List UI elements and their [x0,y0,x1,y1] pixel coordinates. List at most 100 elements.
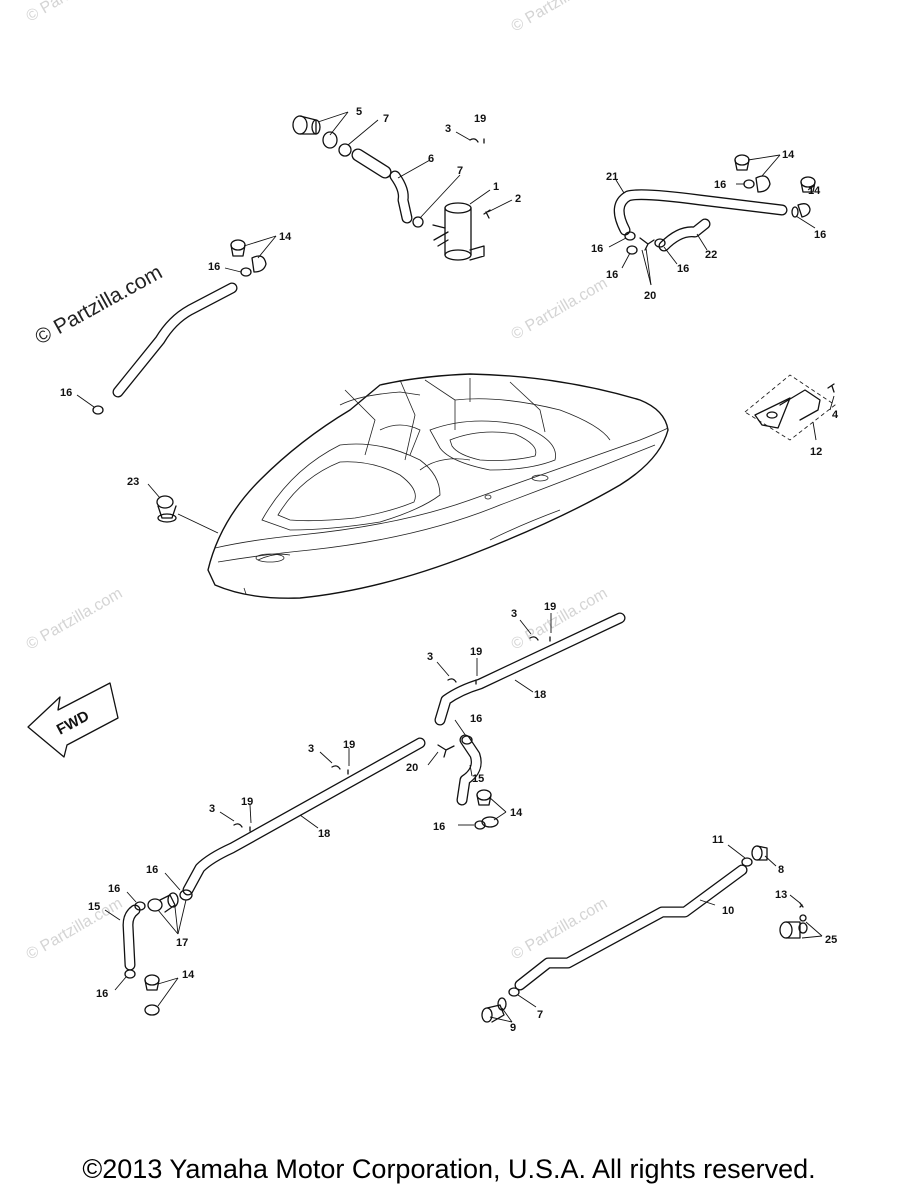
callout-10: 10 [722,905,734,917]
clamp-16 [743,179,755,189]
watermark: © Partzilla.com [509,0,611,35]
callout-7: 7 [383,113,389,125]
callout-19: 19 [544,601,556,613]
bilge-pump-assembly: 5 7 3 19 6 7 1 2 [292,106,521,261]
callout-18: 18 [534,689,546,701]
callout-12: 12 [810,446,822,458]
fitting-8 [751,845,768,861]
watermark-dark: © Partzilla.com [31,261,166,350]
callout-14: 14 [279,231,292,243]
boat-hull [207,373,669,599]
callout-21: 21 [606,171,618,183]
tee-20 [639,237,655,251]
callout-15: 15 [88,901,100,913]
callout-16: 16 [470,713,482,725]
callout-23: 23 [127,476,139,488]
clamp-7-ring [338,143,352,157]
copyright-notice: ©2013 Yamaha Motor Corporation, U.S.A. A… [82,1154,815,1184]
clamp-3 [469,138,479,143]
callout-19: 19 [241,796,253,808]
clamp-16 [240,267,252,277]
watermark: © Partzilla.com [24,585,126,654]
upper-right-hose-assembly: 14 16 14 16 21 16 16 16 22 20 [591,149,826,302]
callout-25: 25 [825,934,837,946]
callout-16: 16 [60,387,72,399]
fitting-14 [797,176,816,218]
screw-13 [799,902,804,908]
bilge-pump-1 [432,202,485,261]
callout-19: 19 [470,646,482,658]
callout-3: 3 [308,743,314,755]
watermark: © Partzilla.com [24,0,126,25]
callout-15: 15 [472,773,484,785]
watermark: © Partzilla.com [509,275,611,344]
callout-16: 16 [108,883,120,895]
clamp-16 [654,238,666,248]
callout-16: 16 [433,821,445,833]
fittings-17 [147,889,193,913]
clamp-16 [624,231,636,241]
callout-16: 16 [208,261,220,273]
fitting-5 [292,115,321,135]
plate [754,397,791,429]
tee-20 [437,744,455,758]
clamp-7 [508,987,520,997]
callout-13: 13 [775,889,787,901]
callout-1: 1 [493,181,499,193]
callout-8: 8 [778,864,784,876]
forward-direction-arrow: FWD [27,682,119,758]
callout-14: 14 [510,807,523,819]
callout-16: 16 [606,269,618,281]
callout-16: 16 [677,263,689,275]
callout-16: 16 [96,988,108,1000]
clamp-11 [741,857,753,867]
clamp-16 [461,735,473,745]
clamp-16 [124,969,136,979]
callout-7: 7 [537,1009,543,1021]
callout-6: 6 [428,153,434,165]
clamp-16 [474,820,486,830]
callout-16: 16 [714,179,726,191]
clamp-3 [447,678,457,683]
fitting-9 [481,997,507,1023]
screw-2 [483,209,491,219]
callout-17: 17 [176,937,188,949]
callout-3: 3 [209,803,215,815]
callout-4: 4 [832,409,839,421]
clamp-16 [134,901,146,911]
callout-7: 7 [457,165,463,177]
callout-16: 16 [146,864,158,876]
fitting [779,389,821,421]
callout-20: 20 [406,762,418,774]
upper-left-hose-assembly: 14 16 16 [60,231,292,415]
screw-4 [827,383,835,393]
callout-19: 19 [343,739,355,751]
fitting-14 [230,239,267,273]
callout-14: 14 [182,969,195,981]
clamp-3 [529,636,539,641]
callout-14: 14 [782,149,795,161]
callout-3: 3 [511,608,517,620]
clamp-3 [331,765,341,770]
callout-3: 3 [445,123,451,135]
clamp-7 [322,131,338,149]
callout-5: 5 [356,106,362,118]
callout-2: 2 [515,193,521,205]
clamp-16 [626,245,638,255]
callout-14: 14 [808,185,821,197]
clamp-7b [412,216,424,228]
clamp-16 [791,206,799,218]
clamp-3 [233,823,243,828]
callout-22: 22 [705,249,717,261]
callout-18: 18 [318,828,330,840]
callout-11: 11 [712,834,724,846]
watermark: © Partzilla.com [24,895,126,964]
fitting-14 [144,974,160,1016]
callout-3: 3 [427,651,433,663]
callout-9: 9 [510,1022,516,1034]
fitting-25 [779,914,808,939]
fitting-14 [476,789,499,828]
hull-fitting-12-assembly: 4 12 [744,374,839,458]
callout-20: 20 [644,290,656,302]
